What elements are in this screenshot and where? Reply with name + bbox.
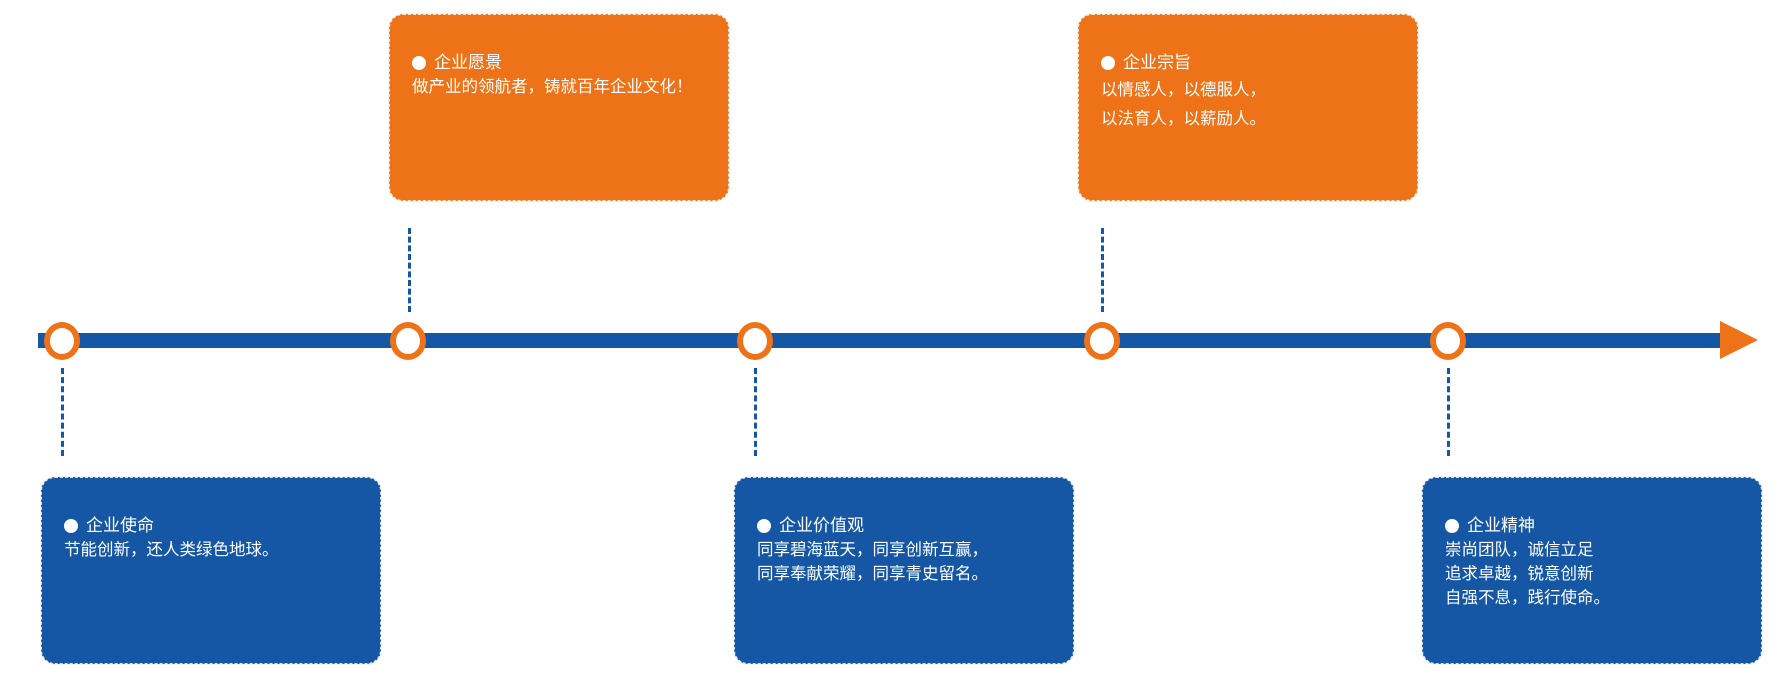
box-line: 节能创新，还人类绿色地球。 <box>64 540 279 559</box>
box-line: 自强不息，践行使命。 <box>1445 588 1610 607</box>
bullet-icon <box>1445 519 1459 533</box>
box-title-text: 企业宗旨 <box>1123 53 1191 73</box>
connector-mission <box>61 368 64 456</box>
bullet-icon <box>1101 56 1115 70</box>
bullet-icon <box>757 519 771 533</box>
box-title-text: 企业愿景 <box>434 53 502 73</box>
box-line: 以法育人，以薪励人。 <box>1101 109 1266 128</box>
box-title-text: 企业精神 <box>1467 516 1535 536</box>
connector-spirit <box>1447 368 1450 456</box>
bullet-icon <box>64 519 78 533</box>
timeline-marker-3 <box>737 322 773 360</box>
box-lines: 以情感人，以德服人， 以法育人，以薪励人。 <box>1101 75 1397 133</box>
timeline-arrow-icon <box>1720 321 1758 359</box>
box-lines: 崇尚团队，诚信立足 追求卓越，锐意创新 自强不息，践行使命。 <box>1445 538 1741 610</box>
box-line: 追求卓越，锐意创新 <box>1445 564 1594 583</box>
timeline-marker-1 <box>44 322 80 360</box>
box-lines: 做产业的领航者，铸就百年企业文化！ <box>412 75 708 99</box>
box-lines: 同享碧海蓝天，同享创新互赢， 同享奉献荣耀，同享青史留名。 <box>757 538 1053 586</box>
box-values: 企业价值观 同享碧海蓝天，同享创新互赢， 同享奉献荣耀，同享青史留名。 <box>734 477 1074 664</box>
box-lines: 节能创新，还人类绿色地球。 <box>64 538 360 562</box>
connector-vision <box>408 228 411 312</box>
box-line: 做产业的领航者，铸就百年企业文化！ <box>412 77 693 96</box>
box-line: 同享碧海蓝天，同享创新互赢， <box>757 540 988 559</box>
box-title: 企业使命 <box>64 514 360 538</box>
timeline-marker-2 <box>390 322 426 360</box>
connector-values <box>754 368 757 456</box>
box-title-text: 企业价值观 <box>779 516 864 536</box>
box-vision: 企业愿景 做产业的领航者，铸就百年企业文化！ <box>389 14 729 201</box>
box-line: 同享奉献荣耀，同享青史留名。 <box>757 564 988 583</box>
timeline-marker-4 <box>1084 322 1120 360</box>
timeline-marker-5 <box>1430 322 1466 360</box>
box-title: 企业宗旨 <box>1101 51 1397 75</box>
connector-purpose <box>1101 228 1104 312</box>
box-title-text: 企业使命 <box>86 516 154 536</box>
box-purpose: 企业宗旨 以情感人，以德服人， 以法育人，以薪励人。 <box>1078 14 1418 201</box>
box-line: 崇尚团队，诚信立足 <box>1445 540 1594 559</box>
box-title: 企业精神 <box>1445 514 1741 538</box>
bullet-icon <box>412 56 426 70</box>
box-spirit: 企业精神 崇尚团队，诚信立足 追求卓越，锐意创新 自强不息，践行使命。 <box>1422 477 1762 664</box>
box-title: 企业愿景 <box>412 51 708 75</box>
box-mission: 企业使命 节能创新，还人类绿色地球。 <box>41 477 381 664</box>
box-line: 以情感人，以德服人， <box>1101 80 1266 99</box>
box-title: 企业价值观 <box>757 514 1053 538</box>
timeline-axis <box>38 333 1728 348</box>
